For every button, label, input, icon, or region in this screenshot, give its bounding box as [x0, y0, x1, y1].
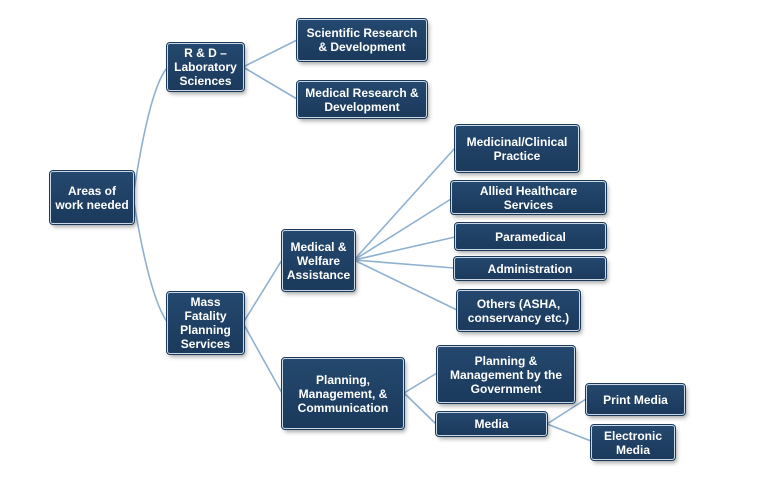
node-medical-welfare: Medical & Welfare Assistance — [281, 229, 356, 292]
node-areas-of-work: Areas of work needed — [49, 170, 135, 225]
connector-mass-pmc — [242, 322, 283, 394]
node-planning-management-communication: Planning, Management, & Communication — [281, 357, 405, 430]
node-planning-government: Planning & Management by the Government — [436, 345, 576, 404]
node-others: Others (ASHA, conservancy etc.) — [456, 289, 581, 332]
connector-pmc-media — [403, 392, 437, 425]
node-allied-healthcare: Allied Healthcare Services — [450, 180, 607, 215]
node-paramedical: Paramedical — [454, 222, 607, 251]
connector-welfare-others — [353, 259, 458, 311]
node-mass-fatality: Mass Fatality Planning Services — [166, 291, 245, 355]
connector-media-print — [546, 398, 587, 425]
node-media: Media — [435, 411, 548, 437]
connector-welfare-para — [353, 236, 456, 261]
node-electronic-media: Electronic Media — [590, 424, 676, 461]
connector-root-rnd — [132, 66, 169, 198]
connector-welfare-clinical — [353, 147, 456, 261]
node-scientific-research: Scientific Research & Development — [296, 18, 428, 62]
connector-mass-welfare — [242, 259, 283, 324]
node-rnd-laboratory: R & D – Laboratory Sciences — [166, 42, 245, 92]
connector-rnd-sci — [242, 39, 298, 68]
node-medicinal-clinical: Medicinal/Clinical Practice — [454, 124, 580, 173]
connector-rnd-medrd — [242, 66, 298, 100]
connector-welfare-admin — [353, 259, 455, 269]
connector-welfare-allied — [353, 198, 452, 261]
connector-media-electronic — [546, 423, 592, 442]
connector-pmc-govt — [403, 372, 438, 394]
node-administration: Administration — [453, 256, 607, 281]
node-print-media: Print Media — [585, 383, 686, 416]
node-medical-research: Medical Research & Development — [296, 80, 428, 119]
connector-root-mass — [132, 196, 169, 324]
